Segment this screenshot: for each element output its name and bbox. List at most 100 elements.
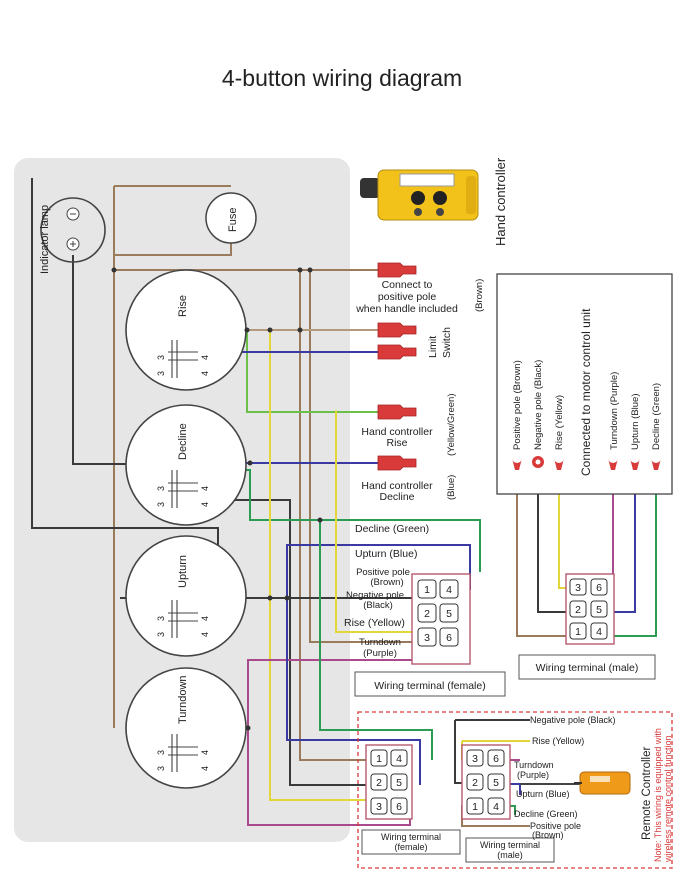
svg-text:4: 4	[200, 766, 210, 771]
decline-button	[125, 404, 247, 526]
remote-label-rise: Rise (Yellow)	[532, 736, 584, 746]
remote-label-turndown: Turndown	[514, 760, 554, 770]
fuse-label: Fuse	[227, 208, 239, 232]
svg-text:2: 2	[575, 604, 581, 616]
indicator-lamp-label: Indicator lamp	[39, 205, 51, 274]
svg-text:3: 3	[156, 355, 166, 360]
remote-receiver-image	[574, 771, 631, 795]
female-terminal-block	[411, 573, 471, 665]
remote-label-turndown: (Purple)	[517, 770, 549, 780]
svg-text:4: 4	[396, 753, 402, 765]
limit-switch-label: Switch	[441, 327, 453, 358]
remote-female-caption: Wiring terminal	[381, 832, 441, 842]
remote-note: Note: This wiring is equipped with	[653, 728, 663, 862]
green-remote-wire	[319, 520, 433, 760]
remote-label-positive: (Brown)	[532, 830, 564, 840]
svg-text:3: 3	[156, 486, 166, 491]
svg-text:3: 3	[575, 582, 581, 594]
remote-controller-box	[357, 711, 673, 869]
svg-text:3: 3	[156, 750, 166, 755]
connect-positive-label: when handle included	[355, 303, 458, 315]
svg-text:1: 1	[472, 801, 478, 813]
svg-text:Upturn (Blue): Upturn (Blue)	[630, 394, 641, 451]
svg-text:Negative pole (Black): Negative pole (Black)	[533, 360, 544, 450]
male-brown-wire	[516, 470, 576, 637]
hand-controller-label: Hand controller	[493, 157, 508, 246]
yellow-green-label: (Yellow/Green)	[446, 394, 457, 456]
hc-decline-label: Hand controller	[361, 480, 433, 492]
svg-text:1: 1	[424, 584, 430, 596]
wire-label-positive: Positive pole	[356, 567, 410, 578]
svg-text:Rise (Yellow): Rise (Yellow)	[554, 395, 565, 450]
hand-controller-image	[360, 169, 479, 221]
female-terminal-caption-box	[354, 671, 506, 697]
svg-text:3: 3	[156, 766, 166, 771]
male-green-wire	[605, 470, 657, 637]
remote-female-caption: (female)	[394, 842, 427, 852]
ring-terminals	[512, 456, 661, 470]
upturn-button-label: Upturn	[177, 555, 189, 588]
decline-button-label: Decline	[177, 423, 189, 460]
wire-label-negative: (Black)	[363, 600, 393, 611]
brown-label: (Brown)	[474, 279, 485, 312]
svg-text:4: 4	[493, 801, 499, 813]
hc-decline-label: Decline	[379, 491, 414, 503]
svg-text:5: 5	[493, 777, 499, 789]
svg-text:6: 6	[493, 753, 499, 765]
svg-text:5: 5	[596, 604, 602, 616]
switch-contacts	[168, 340, 198, 772]
svg-text:2: 2	[376, 777, 382, 789]
remote-male-terminal	[461, 744, 511, 820]
male-blue-wire	[605, 470, 636, 613]
svg-text:4: 4	[200, 355, 210, 360]
svg-text:4: 4	[200, 632, 210, 637]
motor-control-box	[496, 273, 673, 495]
wire-label-turndown: Turndown	[359, 637, 401, 648]
male-terminal-block	[565, 573, 615, 645]
svg-text:3: 3	[156, 632, 166, 637]
connect-positive-label: Connect to	[382, 279, 433, 291]
wire-label-upturn: Upturn (Blue)	[355, 548, 417, 560]
male-terminal-caption: Wiring terminal (male)	[536, 662, 639, 674]
motor-pin-labels: Positive pole (Brown) Negative pole (Bla…	[512, 360, 662, 450]
turndown-button-label: Turndown	[177, 675, 189, 724]
brown-wire	[113, 185, 420, 761]
remote-male-caption: Wiring terminal	[480, 840, 540, 850]
svg-text:3: 3	[156, 616, 166, 621]
page-title: 4-button wiring diagram	[222, 65, 462, 91]
fuse	[205, 192, 257, 244]
rise-button	[125, 269, 247, 391]
remote-female-caption-box	[361, 829, 461, 855]
male-terminal-caption-box	[518, 654, 656, 680]
svg-text:3: 3	[156, 502, 166, 507]
svg-text:Turndown (Purple): Turndown (Purple)	[609, 372, 620, 450]
svg-text:3: 3	[156, 371, 166, 376]
svg-text:Decline (Green): Decline (Green)	[651, 383, 662, 450]
hc-rise-label: Rise	[386, 437, 407, 449]
remote-controller-title: Remote Controller	[641, 747, 653, 840]
upturn-button	[125, 535, 247, 657]
wire-label-positive: (Brown)	[370, 577, 403, 588]
connect-positive-label: positive pole	[378, 291, 437, 303]
remote-label-upturn: Upturn (Blue)	[516, 789, 570, 799]
svg-text:5: 5	[396, 777, 402, 789]
indicator-lamp	[40, 197, 106, 263]
wire-label-decline: Decline (Green)	[355, 523, 429, 535]
remote-label-decline: Decline (Green)	[514, 809, 578, 819]
remote-male-caption-box	[465, 837, 555, 863]
remote-female-terminal	[365, 744, 413, 820]
motor-title: Connected to motor control unit	[579, 308, 593, 476]
svg-text:4: 4	[200, 486, 210, 491]
svg-text:4: 4	[200, 616, 210, 621]
hc-rise-label: Hand controller	[361, 426, 433, 438]
male-black-wire	[537, 470, 576, 613]
junction-dots	[111, 267, 323, 731]
remote-label-positive: Positive pole	[530, 821, 581, 831]
blue-label: (Blue)	[446, 475, 457, 500]
limit-switch-label: Limit	[427, 336, 439, 358]
